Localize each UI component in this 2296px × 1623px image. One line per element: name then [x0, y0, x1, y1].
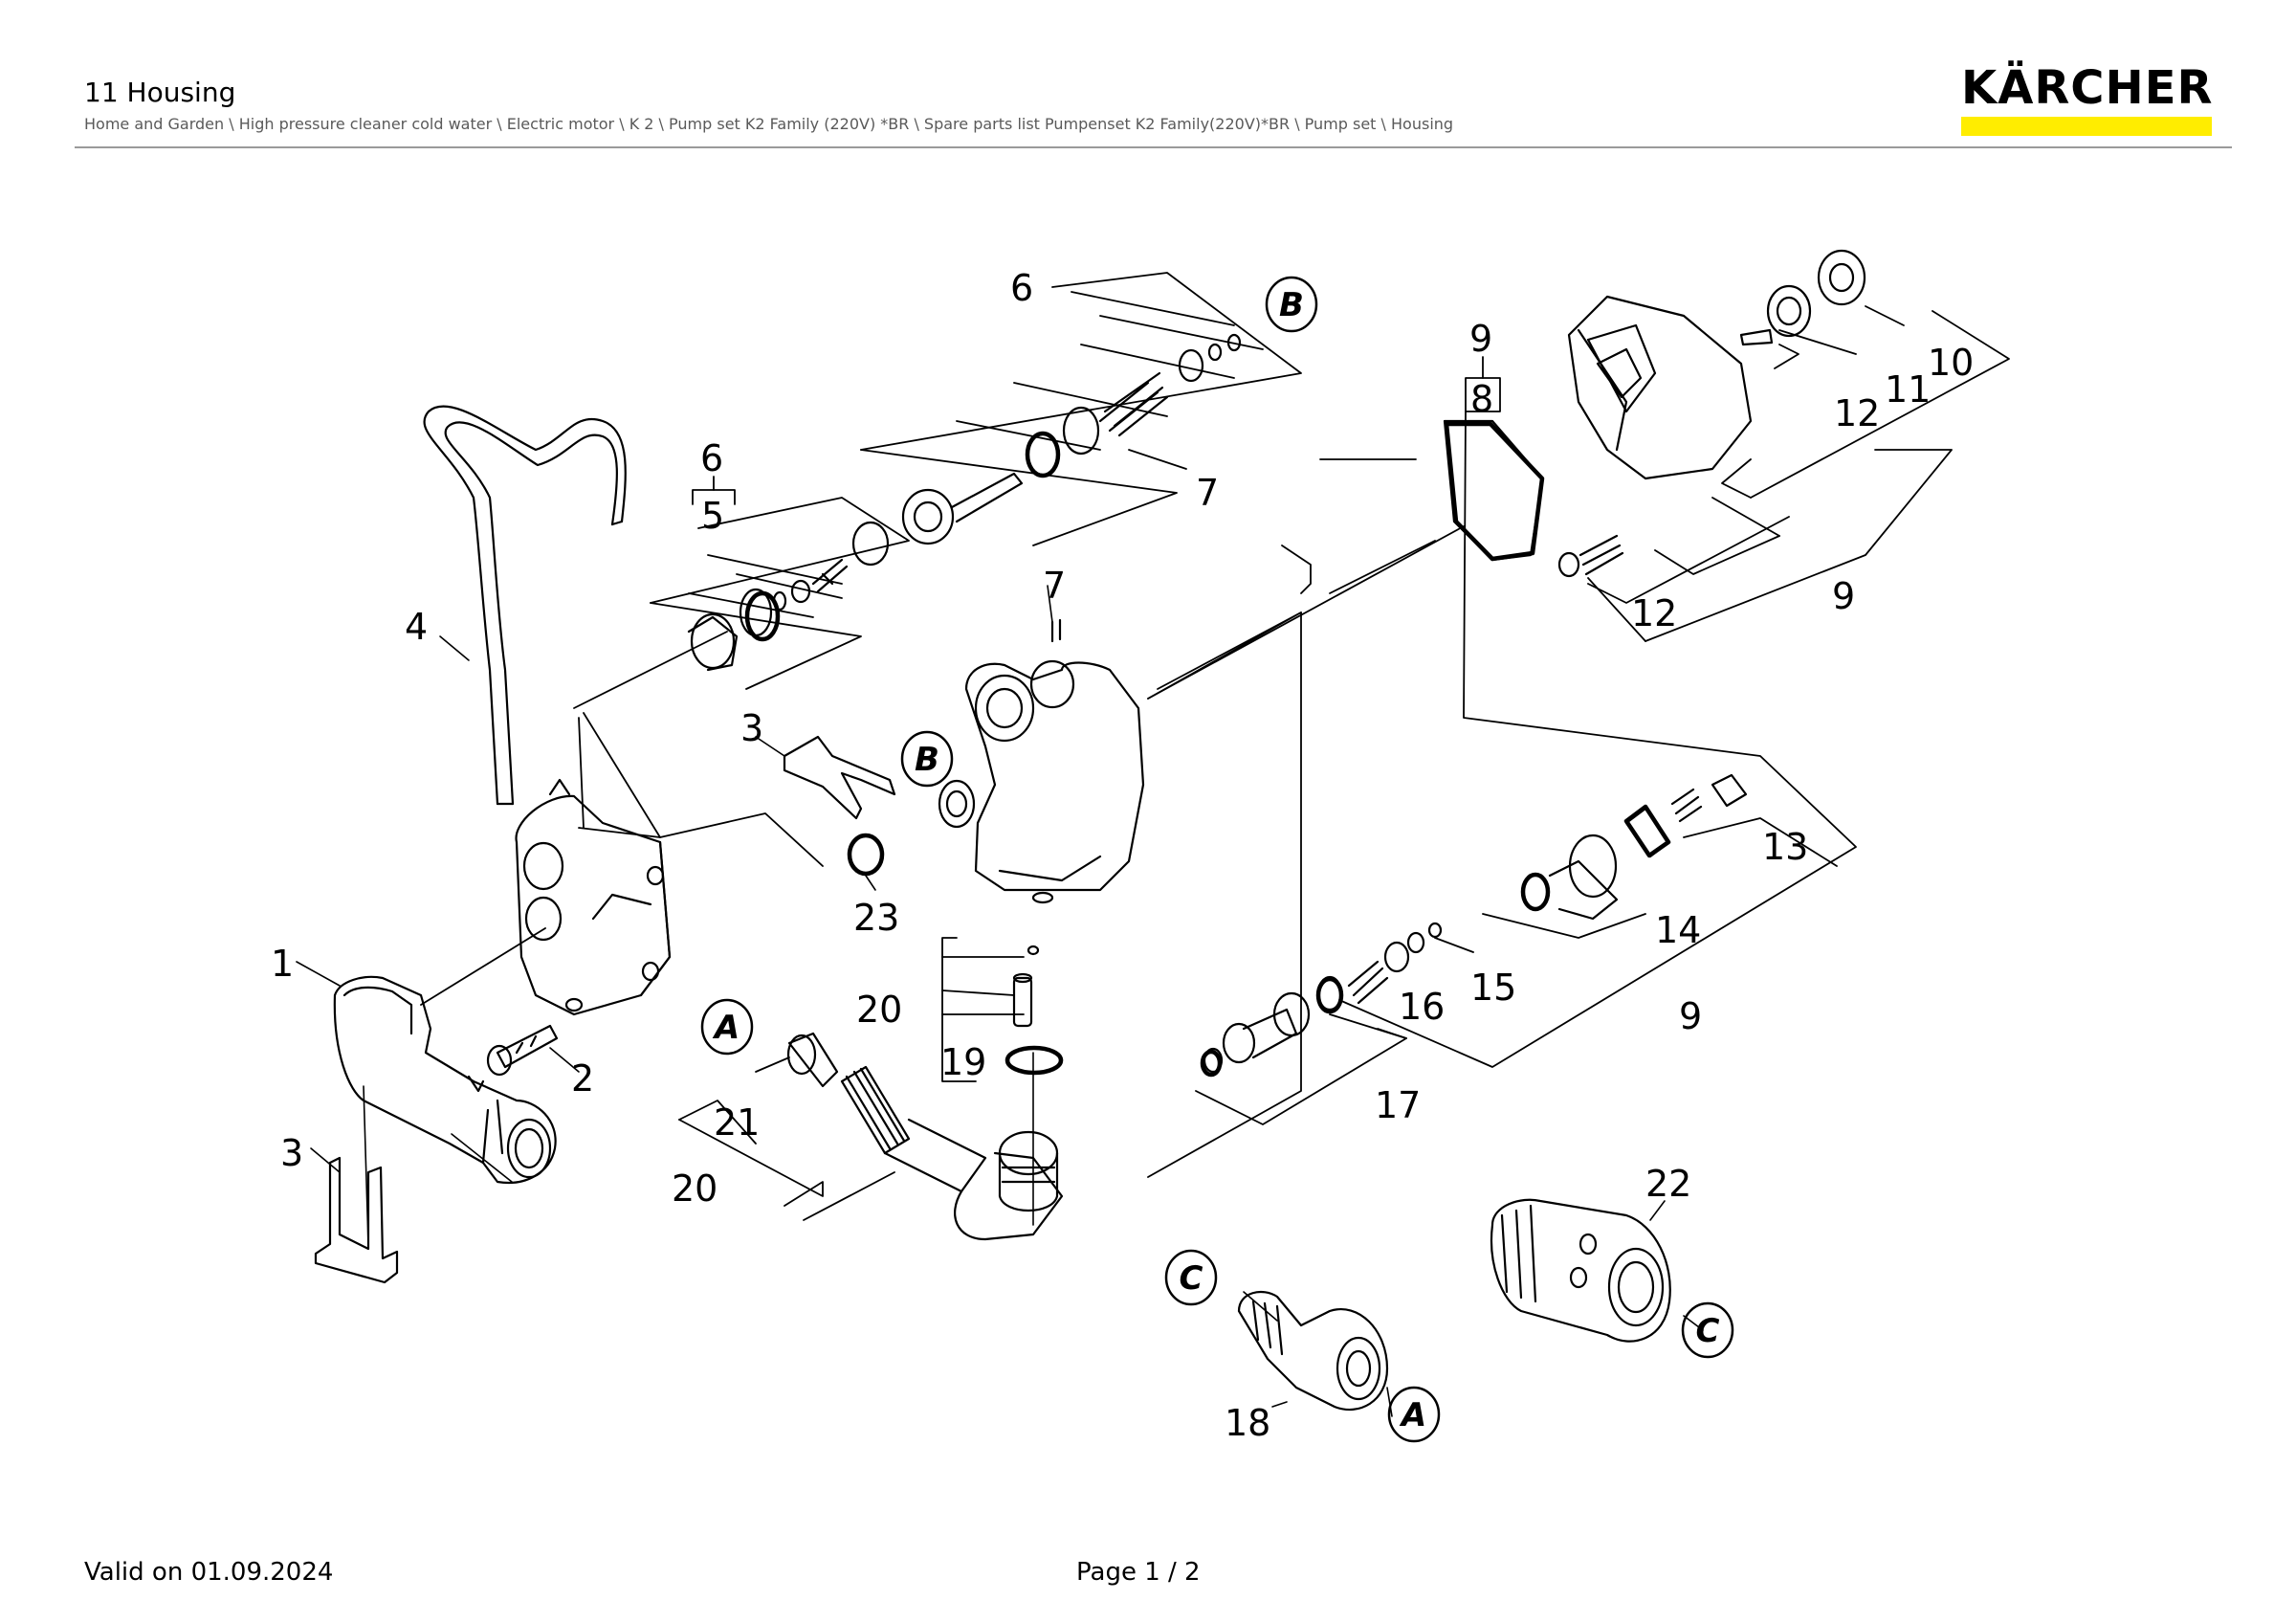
callout-5: 5: [701, 495, 724, 537]
logo-wordmark: KÄRCHER: [1961, 61, 2214, 115]
header-divider: [75, 146, 2232, 148]
reference-circles: [700, 276, 1734, 1443]
part-valve-6: [901, 333, 1242, 545]
ref-b-top: B: [1279, 286, 1304, 324]
callout-1: 1: [271, 943, 294, 985]
part-inlet-pipe: [786, 945, 1064, 1241]
part-motor-housing: [1443, 249, 1866, 578]
callout-7-top: 7: [1196, 472, 1219, 514]
callout-12-lower: 12: [1631, 592, 1677, 634]
reference-letters: A A B B C C: [712, 286, 1720, 1434]
part-pump-housing: [515, 778, 672, 1016]
part-outlet-pipe: [333, 975, 557, 1185]
exploded-parts-diagram: 1 2 3 3 4 5 6 6 7 7 8 9 9 9 10 11 12 12 …: [271, 249, 2010, 1444]
part-clip-lower: [314, 1156, 399, 1284]
callout-9-right-b: 9: [1679, 995, 1702, 1037]
callout-17: 17: [1375, 1084, 1421, 1126]
ref-c-right: C: [1696, 1312, 1720, 1350]
callout-6-mid: 6: [700, 437, 723, 479]
callout-16: 16: [1399, 986, 1445, 1028]
callout-4: 4: [405, 606, 428, 648]
callout-6-top: 6: [1010, 267, 1033, 309]
page-title: 11 Housing: [84, 77, 236, 108]
callout-12-top: 12: [1834, 392, 1880, 434]
callout-19: 19: [940, 1041, 986, 1083]
callout-9-top: 9: [1469, 318, 1492, 360]
ref-b-center: B: [915, 741, 939, 779]
callout-23: 23: [853, 897, 899, 939]
callout-21: 21: [714, 1101, 760, 1144]
leader-lines: [420, 272, 2010, 1221]
breadcrumb: Home and Garden \ High pressure cleaner …: [84, 115, 1454, 133]
callout-3-lower: 3: [280, 1132, 303, 1174]
callout-22: 22: [1645, 1163, 1691, 1205]
callout-11: 11: [1885, 368, 1931, 411]
ref-c-left: C: [1180, 1259, 1203, 1298]
label-brackets: [692, 356, 1501, 505]
callout-3-upper: 3: [740, 707, 763, 749]
part-cylinder-head: [938, 618, 1145, 904]
ref-a-left: A: [712, 1009, 740, 1047]
callout-10: 10: [1928, 342, 1974, 384]
page-number: Page 1 / 2: [1076, 1558, 1201, 1587]
part-coupling-18: [1237, 1290, 1389, 1412]
callout-9-right-a: 9: [1832, 575, 1855, 617]
valid-date: Valid on 01.09.2024: [84, 1558, 334, 1587]
callout-labels: 1 2 3 3 4 5 6 6 7 7 8 9 9 9 10 11 12 12 …: [271, 267, 1974, 1444]
callout-18: 18: [1225, 1402, 1270, 1444]
callout-20-lower: 20: [672, 1167, 718, 1210]
seal-rings: [744, 421, 1671, 1078]
logo-yellow-bar: [1961, 117, 2212, 136]
callout-13: 13: [1762, 826, 1808, 868]
callout-7-mid: 7: [1043, 565, 1066, 607]
callout-14: 14: [1655, 909, 1701, 951]
part-hose: [423, 405, 627, 806]
callout-15: 15: [1470, 967, 1516, 1009]
part-clip-upper: [783, 735, 896, 820]
part-coupling-22: [1490, 1198, 1671, 1343]
callout-20-mid: 20: [856, 989, 902, 1031]
ref-a-right: A: [1399, 1396, 1426, 1434]
part-screw: [486, 1024, 559, 1077]
karcher-logo: KÄRCHER: [1961, 63, 2215, 136]
callout-leaders: [296, 585, 1704, 1417]
callout-8: 8: [1470, 378, 1493, 420]
part-valve-5: [687, 521, 890, 672]
callout-2: 2: [571, 1057, 594, 1100]
